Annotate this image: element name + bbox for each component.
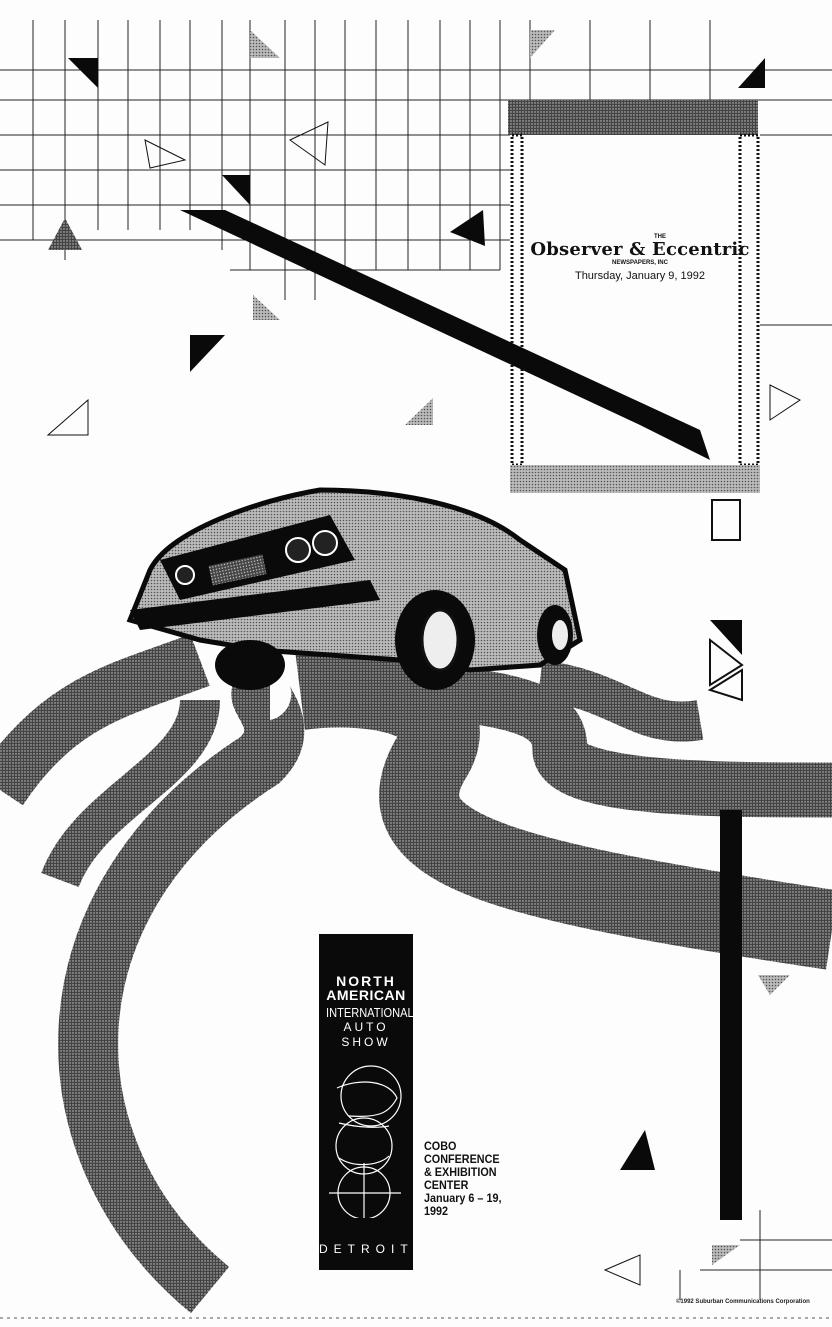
copyright-notice: ©1992 Suburban Communications Corporatio… — [676, 1299, 810, 1305]
logo-line-3: INTERNATIONAL — [326, 1005, 414, 1020]
auto-show-logo: NORTH AMERICAN INTERNATIONAL AUTO SHOW D… — [319, 934, 414, 1270]
venue-year: 1992 — [424, 1204, 449, 1218]
venue-line: & EXHIBITION — [424, 1165, 497, 1179]
car-illustration — [126, 487, 583, 690]
triangles — [46, 30, 801, 1286]
logo-line-4: AUTO SHOW — [341, 1020, 391, 1049]
issue-date: Thursday, January 9, 1992 — [574, 270, 706, 282]
globe-emblem-icon — [329, 1065, 402, 1218]
logo-line-2: AMERICAN — [326, 987, 406, 1003]
logo-city: DETROIT — [319, 1242, 414, 1256]
venue-line: CONFERENCE — [424, 1152, 500, 1166]
venue-line: COBO — [424, 1139, 457, 1153]
vertical-post — [720, 810, 742, 1220]
venue-info: COBO CONFERENCE & EXHIBITION CENTER Janu… — [424, 1140, 501, 1218]
masthead: THE Observer & Eccentric NEWSPAPERS, INC… — [520, 234, 760, 282]
logo-line-1: NORTH — [336, 973, 396, 989]
venue-line: CENTER — [424, 1178, 469, 1192]
masthead-frame — [508, 100, 760, 541]
road-swirls — [0, 634, 832, 1314]
newspaper-subtitle: NEWSPAPERS, INC — [612, 260, 668, 266]
venue-dates: January 6 – 19, — [424, 1191, 502, 1205]
newspaper-title: Observer & Eccentric — [530, 239, 750, 260]
masthead-the: THE — [654, 234, 666, 240]
